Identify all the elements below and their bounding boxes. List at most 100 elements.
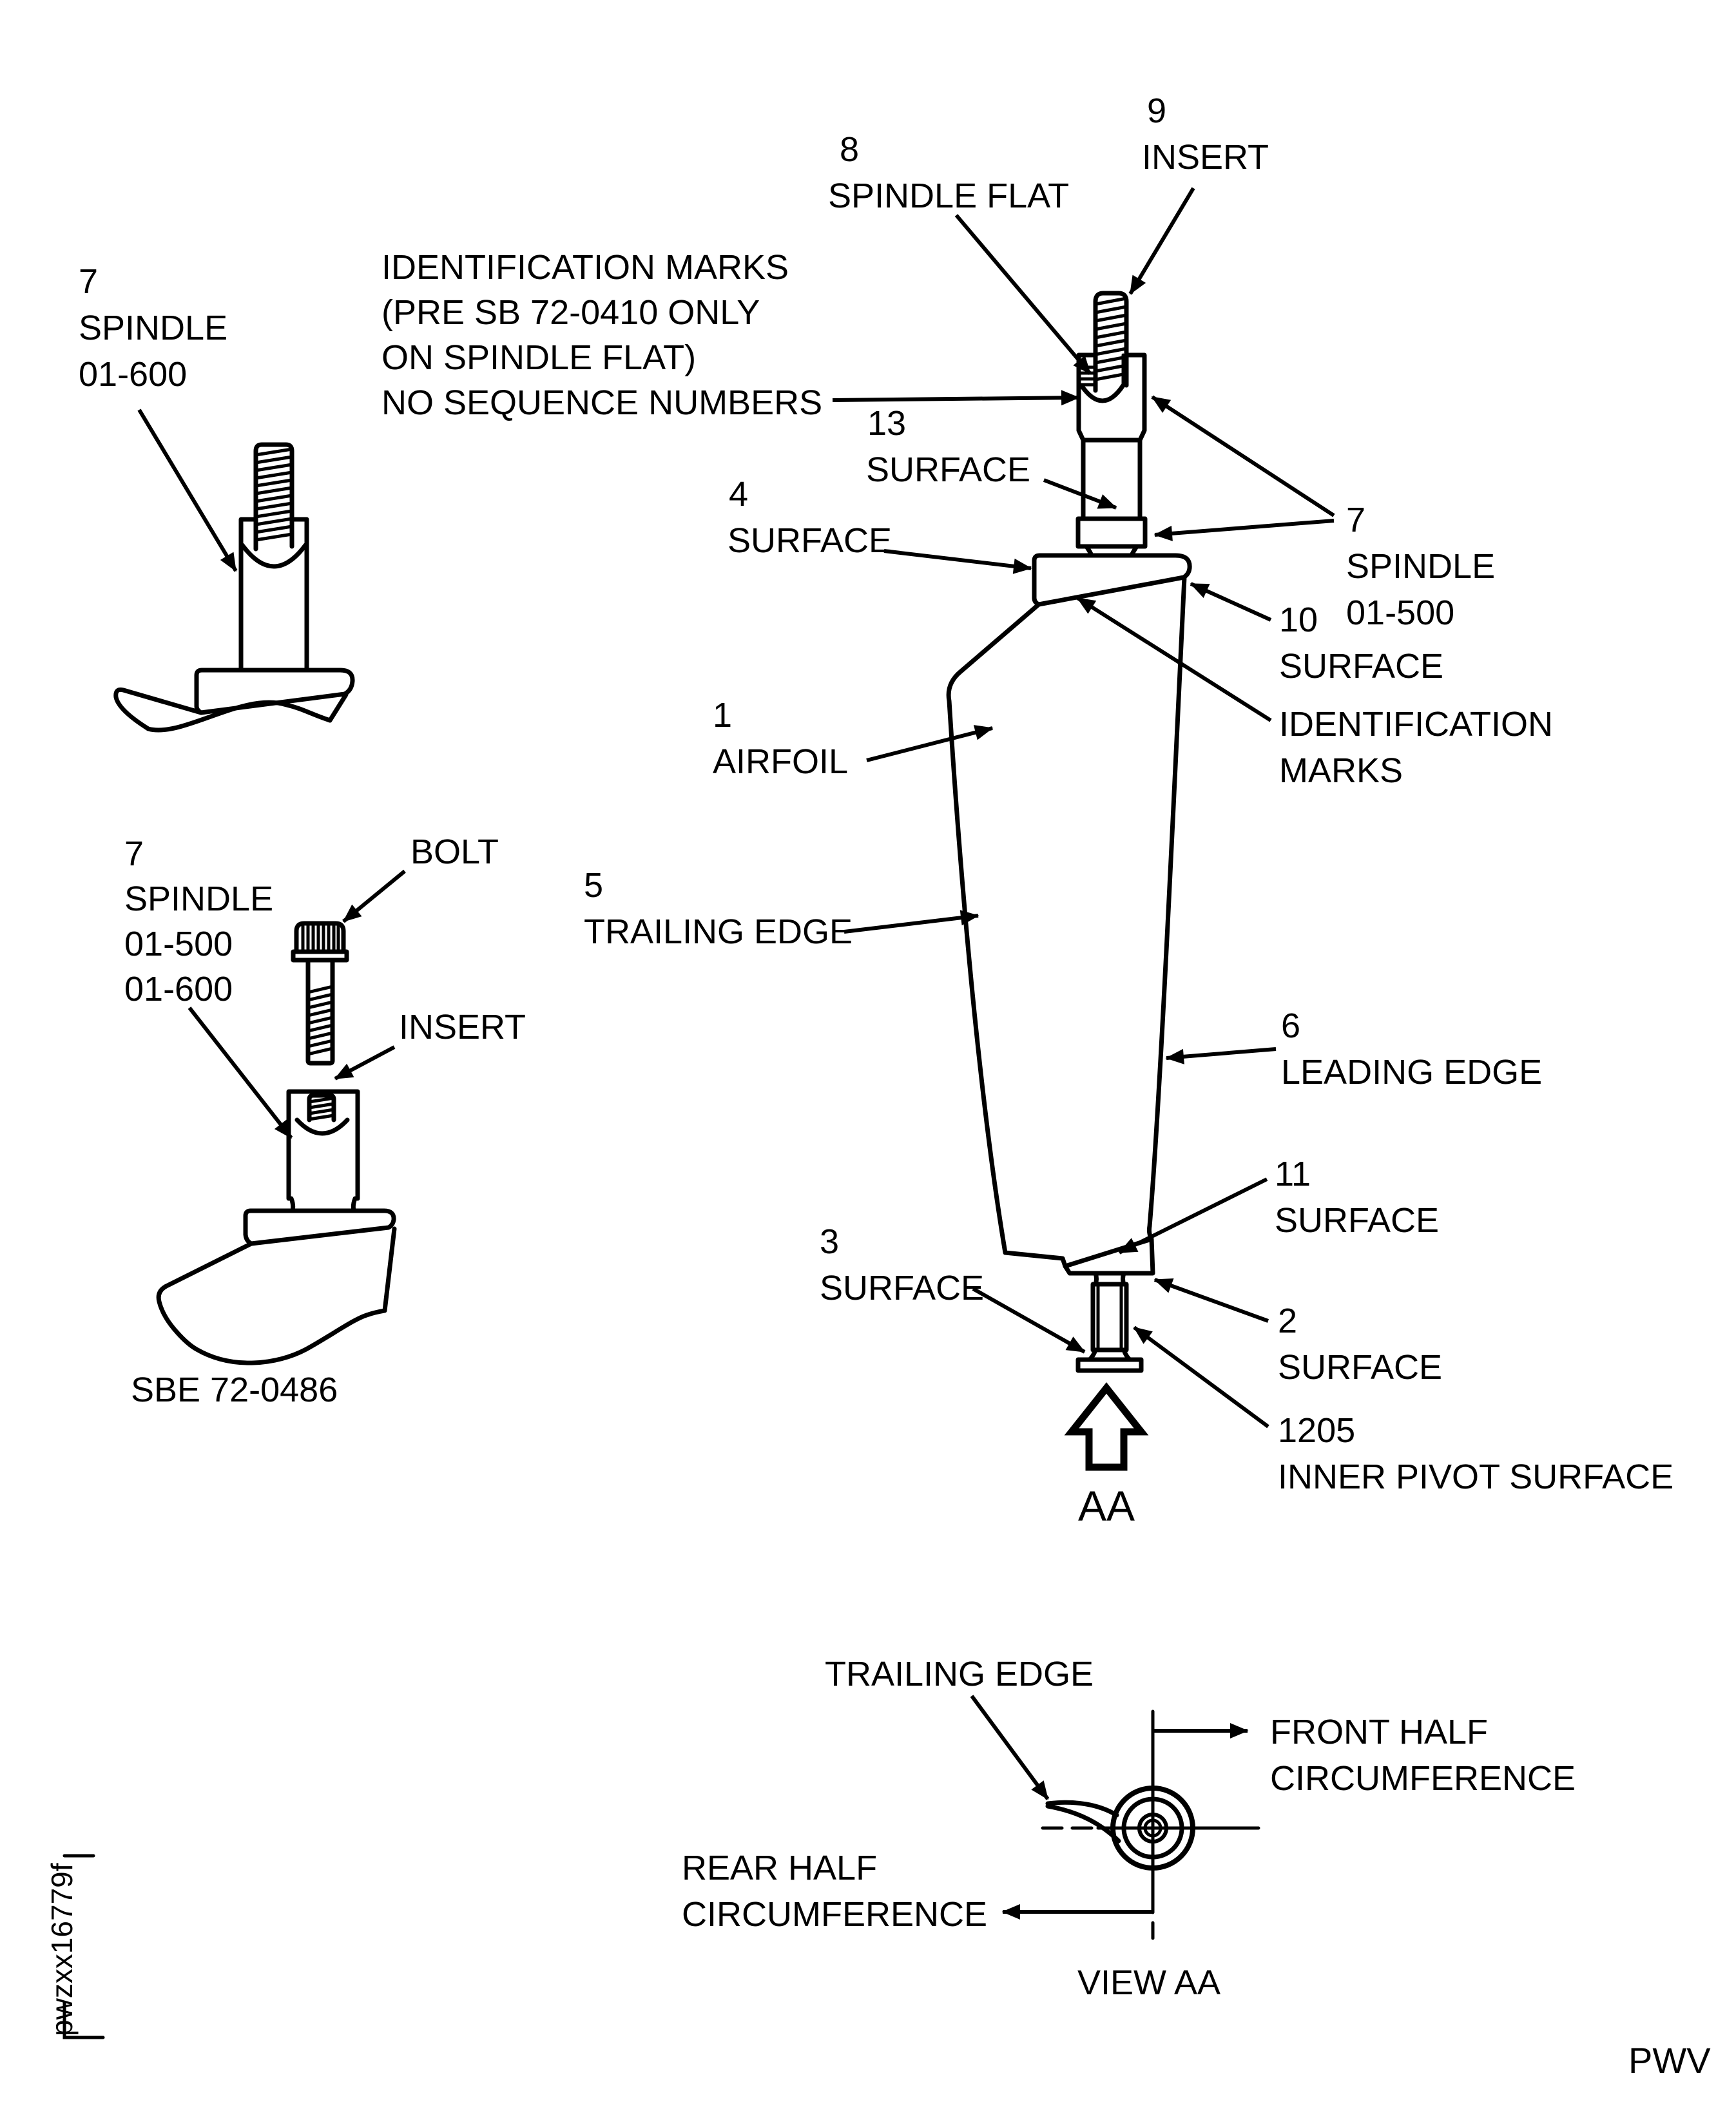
callout-rear-half: REAR HALF CIRCUMFERENCE: [682, 1849, 987, 1934]
callout-number: 11: [1275, 1155, 1311, 1193]
pivot-wall-lines: [1096, 1282, 1123, 1352]
callout-trailing-edge: 5 TRAILING EDGE: [584, 866, 979, 951]
insert-cup-arc: [1079, 383, 1126, 403]
pivot-flange: [1075, 1357, 1144, 1373]
insert-stud-threads: [1094, 296, 1128, 381]
note-line-2: (PRE SB 72-0410 ONLY: [381, 293, 760, 332]
callout-label: IDENTIFICATION: [1279, 705, 1553, 744]
callout-surface-10: 10 SURFACE: [1190, 582, 1443, 686]
callout-label: MARKS: [1279, 751, 1403, 790]
callout-surface-2: 2 SURFACE: [1153, 1278, 1442, 1387]
callout-label: BOLT: [410, 833, 499, 871]
blade-root-section: [113, 687, 349, 733]
callout-number: 7: [1346, 501, 1365, 539]
leader-line: [954, 214, 1092, 375]
callout-label: TRAILING EDGE: [584, 912, 853, 951]
callout-number: 7: [124, 834, 144, 873]
callout-inner-pivot: 1205 INNER PIVOT SURFACE: [1133, 1325, 1673, 1496]
leader-line: [342, 869, 406, 923]
trailing-edge-tail-section: [1045, 1800, 1121, 1844]
callout-label: INSERT: [399, 1008, 526, 1046]
callout-number: 3: [820, 1222, 839, 1261]
callout-label: CIRCUMFERENCE: [1270, 1759, 1576, 1798]
leader-line: [1118, 1177, 1268, 1255]
callout-label: LEADING EDGE: [1281, 1053, 1542, 1092]
plate-code: pwzxx16779f: [45, 1863, 79, 2036]
spindle-body-outline: [238, 517, 309, 673]
spindle-stud-threads: [254, 447, 294, 542]
bolt-shank-outline: [305, 958, 335, 1066]
callout-label: SURFACE: [728, 521, 892, 560]
inner-pivot-cylinder: [1090, 1282, 1129, 1353]
callout-label: CIRCUMFERENCE: [682, 1895, 987, 1934]
note-line-1: IDENTIFICATION MARKS: [381, 248, 789, 287]
callout-number: 10: [1279, 601, 1318, 639]
bolt-head-outline: [294, 921, 346, 954]
callout-number: 7: [79, 262, 98, 301]
insert-spindle-body: [286, 1089, 360, 1201]
callout-spindle-01-500: 7 SPINDLE 01-500: [1151, 395, 1495, 632]
note-line-3: ON SPINDLE FLAT): [381, 338, 696, 377]
callout-label: SPINDLE: [79, 309, 227, 347]
callout-label: TRAILING EDGE: [825, 1655, 1094, 1693]
view-caption: VIEW AA: [1077, 1963, 1220, 2002]
section-label: AA: [1078, 1482, 1135, 1530]
spindle-section-circle-3: [1137, 1813, 1168, 1844]
sbe-platform: [243, 1208, 396, 1246]
callout-insert-top: 9 INSERT: [1128, 91, 1269, 295]
spindle-section-circle-2: [1121, 1796, 1184, 1860]
spindle-shank: [1081, 438, 1143, 521]
leader-line: [334, 1045, 396, 1081]
view-aa-section: TRAILING EDGE FRONT HALF CIRCUMFERENCE R…: [682, 1655, 1576, 2002]
spindle-sbe-illustration: [156, 921, 397, 1365]
section-arrow-aa: AA: [1064, 1382, 1149, 1530]
sbe-caption: SBE 72-0486: [131, 1371, 338, 1409]
callout-label: SURFACE: [1279, 647, 1443, 686]
callout-number: 4: [729, 475, 748, 514]
callout-front-half: FRONT HALF CIRCUMFERENCE: [1270, 1713, 1576, 1798]
leader-line: [972, 1287, 1086, 1354]
leader-line: [832, 390, 1080, 406]
callout-label: AIRFOIL: [713, 742, 848, 781]
callout-label: INNER PIVOT SURFACE: [1278, 1458, 1673, 1496]
plate-corner-bracket: [63, 2001, 105, 2039]
main-spindle: [1075, 291, 1148, 558]
callout-label: SPINDLE: [124, 880, 273, 918]
callout-surface-13: 13 SURFACE: [866, 404, 1117, 510]
callout-label: SURFACE: [866, 450, 1030, 489]
callout-number: 8: [840, 130, 859, 169]
callout-label: 01-500: [1346, 593, 1454, 632]
callout-label: 01-500: [124, 925, 233, 963]
leader-line: [1076, 596, 1272, 722]
bolt-head-splines: [301, 923, 340, 954]
airfoil-illustration: [946, 553, 1192, 1373]
leader-line: [1153, 1278, 1269, 1323]
leader-line: [883, 549, 1032, 574]
callout-spindle-01-500-600: 7 SPINDLE 01-500 01-600: [124, 834, 293, 1139]
callout-label: SURFACE: [820, 1269, 984, 1307]
leader-line: [1190, 582, 1272, 622]
airfoil-base-wedge: [1063, 1237, 1155, 1276]
callout-number: 13: [867, 404, 906, 443]
leader-line: [1151, 395, 1335, 517]
leader-line: [1153, 519, 1335, 541]
leader-line: [844, 910, 979, 934]
note-line-4: NO SEQUENCE NUMBERS: [381, 383, 822, 422]
spindle-01-600-illustration: [113, 442, 355, 733]
leader-line: [1165, 1047, 1277, 1064]
callout-number: 9: [1147, 91, 1166, 130]
callout-label: FRONT HALF: [1270, 1713, 1488, 1751]
callout-surface-3: 3 SURFACE: [820, 1222, 1086, 1354]
leader-line: [1133, 1325, 1269, 1429]
callout-label: INSERT: [1142, 138, 1269, 177]
leader-line: [1128, 187, 1195, 295]
callout-spindle-flat: 8 SPINDLE FLAT: [828, 130, 1092, 375]
bolt-washer: [291, 949, 349, 963]
callout-number: 1205: [1278, 1411, 1355, 1450]
leader-line: [1043, 478, 1117, 510]
spindle-collar: [1075, 516, 1148, 549]
leader-line: [970, 1695, 1050, 1800]
callout-surface-11: 11 SURFACE: [1118, 1155, 1439, 1255]
callout-spindle-01-600: 7 SPINDLE 01-600: [79, 262, 238, 572]
